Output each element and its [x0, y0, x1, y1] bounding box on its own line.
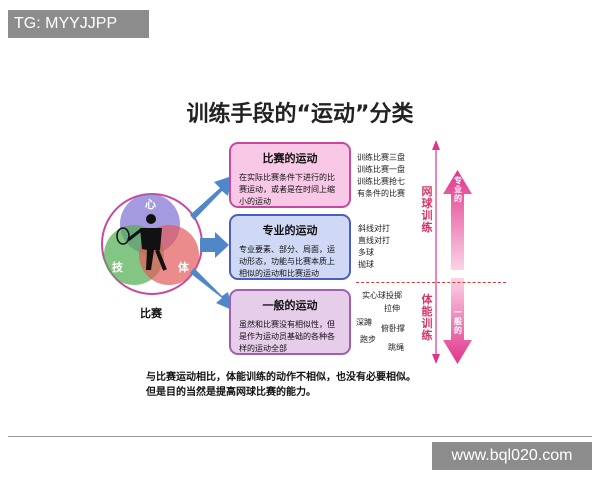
- list-item: 俯卧撑: [381, 324, 405, 333]
- bottom-caption: 与比赛运动相比，体能训练的动作不相似，也没有必要相似。 但是目的当然是提高网球比…: [146, 370, 416, 400]
- boundary-dashed-line: [356, 282, 506, 283]
- watermark-top: TG: MYYJJPP: [8, 10, 149, 38]
- general-exercise-box: 一般的运动 虽然和比赛没有相似性，但是作为运动员基础的各种各样的运动全部: [229, 289, 351, 355]
- list-item: 深蹲: [356, 318, 372, 327]
- divider-line: [8, 436, 592, 437]
- special-items: 斜线对打 直线对打 多球 抛球: [358, 223, 390, 271]
- list-item: 训练比赛抢七: [357, 177, 405, 186]
- list-item: 拉伸: [384, 304, 400, 313]
- special-exercise-box: 专业的运动 专业要素、部分、局面，运动形态，功能与比赛本质上相似的运动和比赛运动: [229, 214, 351, 280]
- diagram-title: 训练手段的“运动”分类: [186, 102, 414, 127]
- list-item: 训练比赛一盘: [357, 165, 405, 174]
- list-item: 有条件的比赛: [357, 189, 405, 198]
- venn-label-ji: 技: [112, 261, 123, 274]
- pink-arrow-up: [443, 170, 472, 270]
- arrow-label-up: 专业的: [454, 176, 462, 203]
- side-label-tennis: 网球训练: [421, 185, 433, 234]
- match-exercise-box: 比赛的运动 在实际比赛条件下进行的比赛运动，或者是在时间上缩小的运动: [229, 142, 351, 208]
- general-exercise-title: 一般的运动: [262, 299, 318, 312]
- side-label-fitness: 体能训练: [421, 293, 433, 342]
- venn-label-ti: 体: [178, 261, 189, 274]
- arrow-label-down: 一般的: [454, 308, 462, 335]
- match-exercise-body: 在实际比赛条件下进行的比赛运动，或者是在时间上缩小的运动: [239, 173, 335, 206]
- watermark-bottom: www.bql020.com: [432, 442, 592, 470]
- arrow-to-special: [200, 232, 229, 258]
- match-exercise-title: 比赛的运动: [262, 152, 318, 165]
- match-items: 训练比赛三盘 训练比赛一盘 训练比赛抢七 有条件的比赛: [357, 152, 405, 200]
- list-item: 多球: [358, 248, 374, 257]
- caption-line-1: 与比赛运动相比，体能训练的动作不相似，也没有必要相似。: [146, 372, 416, 383]
- arrow-to-match: [190, 176, 232, 220]
- venn-label-xin: 心: [145, 198, 156, 211]
- list-item: 抛球: [358, 260, 374, 269]
- list-item: 直线对打: [358, 236, 390, 245]
- special-exercise-title: 专业的运动: [262, 224, 318, 237]
- tennis-player-icon: [116, 214, 167, 271]
- general-exercise-body: 虽然和比赛没有相似性，但是作为运动员基础的各种各样的运动全部: [239, 320, 335, 353]
- list-item: 训练比赛三盘: [357, 153, 405, 162]
- caption-line-2: 但是目的当然是提高网球比赛的能力。: [146, 387, 316, 398]
- list-item: 跳绳: [388, 343, 404, 352]
- arrow-to-general: [190, 268, 232, 310]
- list-item: 跑步: [360, 335, 376, 344]
- pink-arrow-down: [443, 278, 472, 364]
- list-item: 实心球投掷: [362, 291, 402, 300]
- venn-caption: 比赛: [140, 307, 162, 320]
- general-items: 实心球投掷 拉伸 深蹲 俯卧撑 跑步 跳绳: [356, 290, 416, 352]
- list-item: 斜线对打: [358, 224, 390, 233]
- special-exercise-body: 专业要素、部分、局面，运动形态，功能与比赛本质上相似的运动和比赛运动: [239, 245, 335, 278]
